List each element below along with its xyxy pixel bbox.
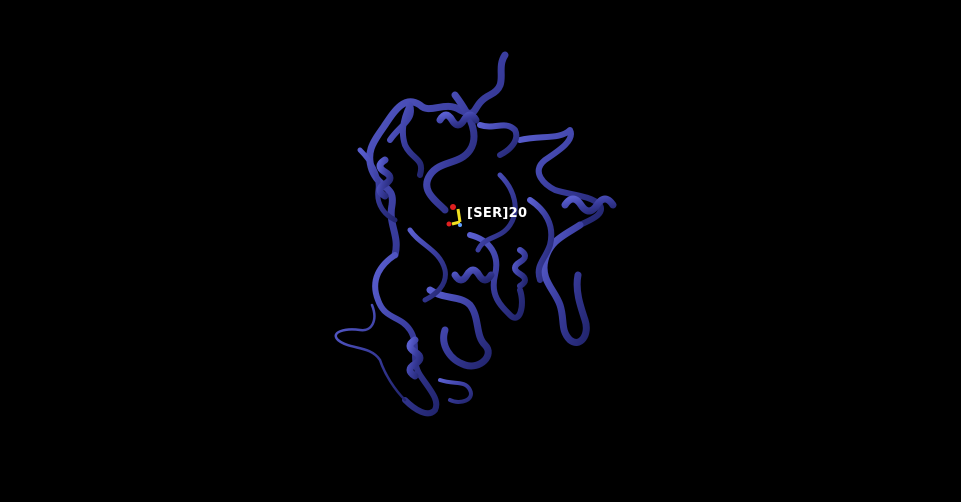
- residue-bond: [451, 220, 461, 226]
- ser20-residue[interactable]: [446, 204, 463, 227]
- oxygen-atom: [450, 204, 456, 210]
- protein-ribbon: [334, 51, 617, 417]
- nitrogen-atom: [458, 223, 462, 227]
- residue-bond: [456, 208, 462, 223]
- residue-label: [SER]20: [467, 206, 528, 221]
- oxygen-atom: [446, 221, 452, 227]
